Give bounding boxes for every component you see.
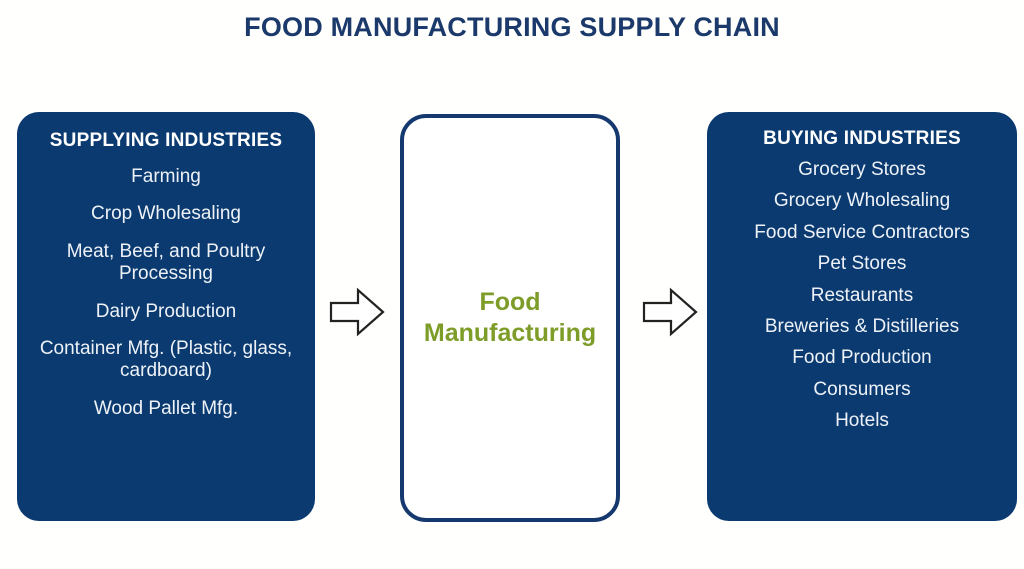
supplying-industries-heading: SUPPLYING INDUSTRIES [49, 130, 283, 151]
page-title: FOOD MANUFACTURING SUPPLY CHAIN [244, 12, 780, 42]
list-item: Grocery Wholesaling [773, 190, 951, 212]
list-item: Dairy Production [95, 300, 237, 322]
list-item: Hotels [835, 410, 889, 432]
list-item: Farming [131, 166, 201, 187]
list-item: Consumers [813, 378, 911, 400]
arrow-right-icon-supplying-to-center [328, 283, 386, 341]
supplying-industries-panel: SUPPLYING INDUSTRIES Farming Crop Wholes… [17, 112, 315, 521]
list-item: Meat, Beef, and Poultry Processing [66, 240, 266, 285]
list-item: Grocery Stores [798, 159, 926, 180]
list-item: Crop Wholesaling [91, 203, 241, 225]
list-item: Wood Pallet Mfg. [93, 397, 239, 419]
list-item: Restaurants [810, 284, 914, 306]
list-item: Food Service Contractors [754, 221, 970, 243]
list-item: Food Production [792, 347, 932, 369]
food-manufacturing-label: Food Manufacturing [423, 287, 597, 347]
list-item: Breweries & Distilleries [764, 316, 960, 338]
buying-industries-heading: BUYING INDUSTRIES [763, 128, 961, 149]
list-item: Pet Stores [817, 253, 907, 275]
food-manufacturing-box: Food Manufacturing [400, 114, 620, 522]
list-item: Container Mfg. (Plastic, glass, cardboar… [39, 338, 293, 382]
buying-industries-panel: BUYING INDUSTRIES Grocery Stores Grocery… [707, 112, 1017, 521]
arrow-right-icon-center-to-buying [641, 283, 699, 341]
